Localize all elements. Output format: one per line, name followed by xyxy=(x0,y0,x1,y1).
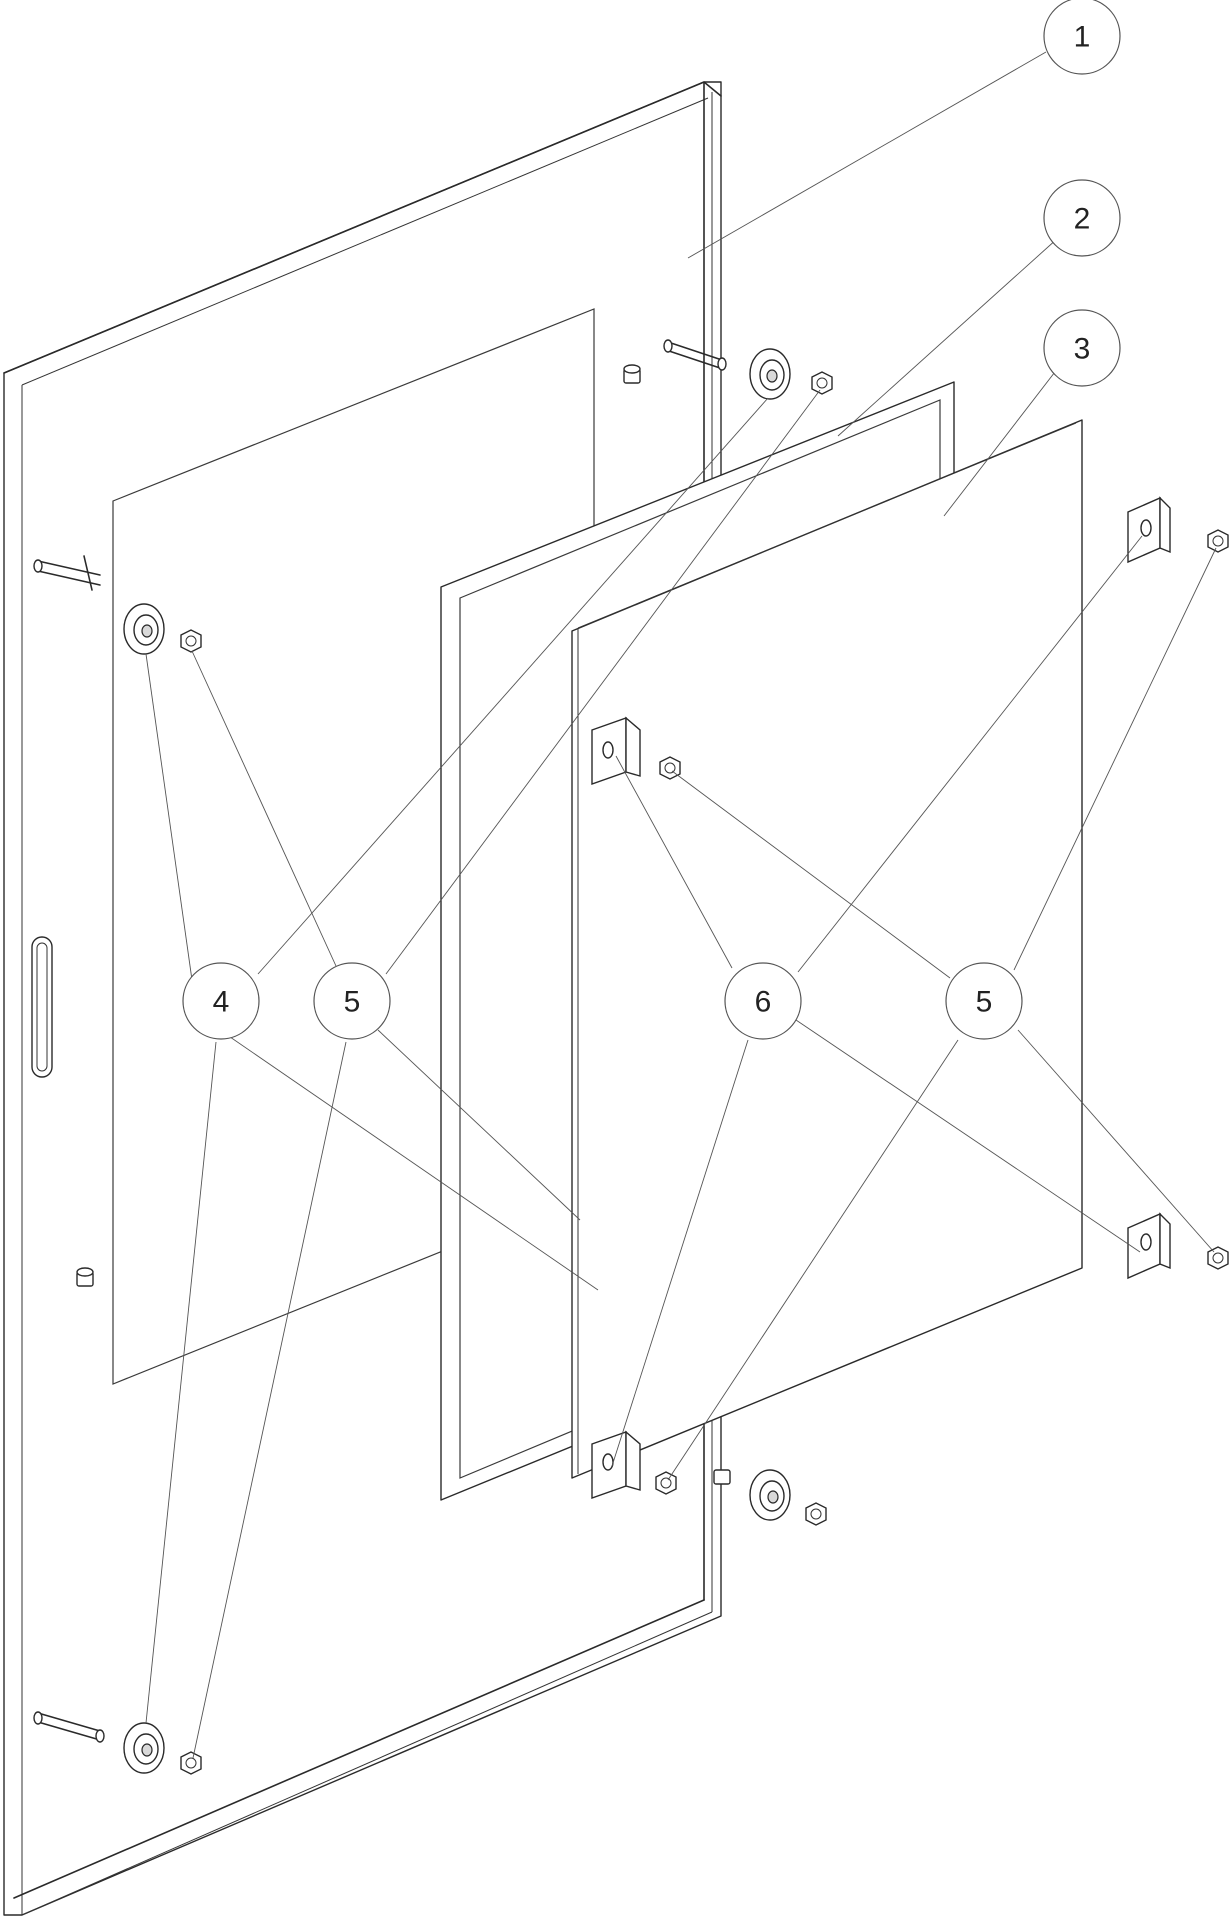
callout-label-4: 4 xyxy=(213,986,230,1019)
nut-left-lower xyxy=(180,1751,202,1775)
clip-3 xyxy=(1127,1212,1171,1280)
hinge-pins xyxy=(33,339,731,1743)
washer-bottom xyxy=(749,1469,791,1521)
stud-left xyxy=(76,1267,94,1287)
callout-6: 6 xyxy=(724,962,802,1040)
pin-top-right xyxy=(663,339,727,371)
callout-5-right: 5 xyxy=(945,962,1023,1040)
callout-label-6: 6 xyxy=(755,986,772,1019)
stud-bottom xyxy=(713,1469,731,1485)
callout-5-left: 5 xyxy=(313,962,391,1040)
nut-top xyxy=(811,371,833,395)
nut-clip-upper xyxy=(659,756,681,780)
nut-left-upper xyxy=(180,629,202,653)
pin-left-lower xyxy=(33,1711,105,1743)
callout-label-1: 1 xyxy=(1074,21,1091,54)
callout-label-3: 3 xyxy=(1074,333,1091,366)
glass-panel-part xyxy=(571,419,1083,1479)
washer-left-lower xyxy=(123,1722,165,1774)
callout-label-5-right: 5 xyxy=(976,986,993,1019)
nut-right-upper xyxy=(1207,529,1229,553)
nut-right-lower xyxy=(1207,1246,1229,1270)
clip-4 xyxy=(591,1430,641,1499)
callout-4: 4 xyxy=(182,962,260,1040)
callout-label-2: 2 xyxy=(1074,203,1091,236)
callout-bubbles: 1 2 3 4 5 6 5 xyxy=(182,0,1121,1040)
callout-1: 1 xyxy=(1043,0,1121,75)
callout-3: 3 xyxy=(1043,309,1121,387)
stud-top xyxy=(623,364,641,384)
washer-left-upper xyxy=(123,603,165,655)
callout-2: 2 xyxy=(1043,179,1121,257)
nut-bottom xyxy=(805,1502,827,1526)
washers xyxy=(123,348,791,1774)
nut-clip-lower xyxy=(655,1471,677,1495)
callout-label-5-left: 5 xyxy=(344,986,361,1019)
pin-left-upper xyxy=(33,555,101,591)
retaining-clips xyxy=(591,496,1171,1499)
clip-1 xyxy=(591,716,641,785)
leader-lines xyxy=(145,51,1217,1759)
washer-top xyxy=(749,348,791,400)
clip-2 xyxy=(1127,496,1171,564)
